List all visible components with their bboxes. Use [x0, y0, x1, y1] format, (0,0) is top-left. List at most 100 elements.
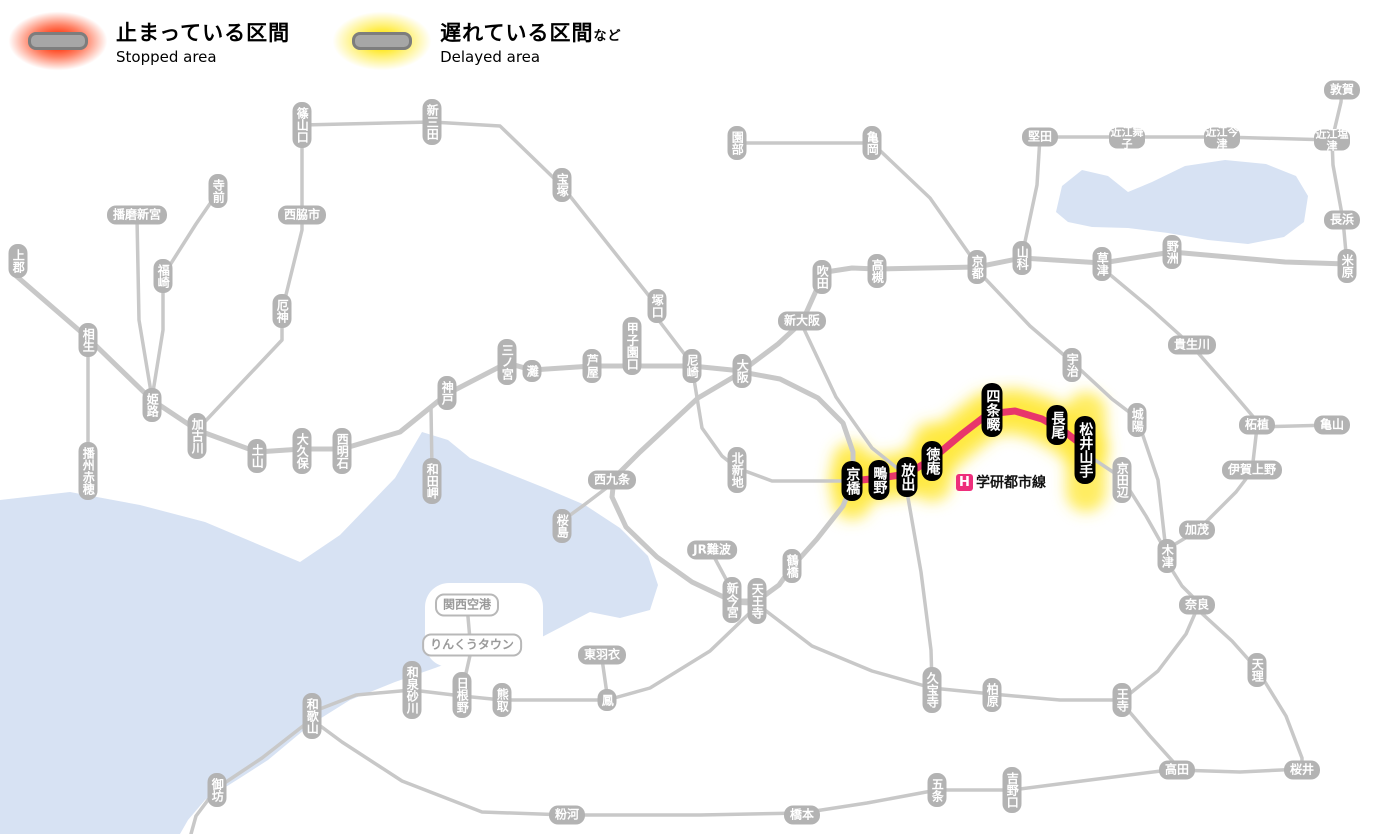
station-pill: 桜井: [1283, 760, 1321, 780]
line-name-label: 学研都市線: [976, 475, 1046, 491]
legend-delayed: 遅れている区間など Delayed area: [330, 10, 621, 72]
track-kakogawa: [195, 126, 304, 432]
station-pill: 和泉砂川: [402, 661, 422, 719]
legend: 止まっている区間 Stopped area 遅れている区間など Delayed …: [6, 10, 622, 72]
station-pill: 鶴橋: [782, 549, 802, 583]
station-pill: 鳳: [597, 689, 617, 711]
station-pill: 久宝寺: [922, 667, 942, 713]
station-pill-highlighted: 長尾: [1046, 405, 1068, 445]
track-sakurai-line: [1175, 607, 1304, 774]
station-pill: 姫路: [142, 388, 162, 422]
station-pill: 柘植: [1238, 415, 1276, 435]
station-pill: 木津: [1157, 539, 1177, 573]
station-pill: 日根野: [452, 672, 472, 718]
station-pill: 西明石: [332, 428, 352, 474]
track-osaka-higashi-north: [801, 325, 899, 470]
station-pill: 灘: [522, 360, 542, 382]
station-pill: 甲子園口: [622, 317, 642, 375]
station-pill: 近江塩津: [1314, 127, 1350, 152]
station-pill-highlighted: 鴫野: [868, 460, 890, 500]
track-tokaido-biwako: [739, 249, 1350, 374]
station-pill: 宇治: [1062, 348, 1082, 382]
station-pill: 篠山口: [292, 102, 312, 148]
station-pill: 奈良: [1178, 595, 1216, 615]
station-pill-highlighted: 徳庵: [921, 441, 943, 481]
station-pill: 草津: [1092, 247, 1112, 281]
station-pill: 桜島: [552, 509, 572, 543]
track-hagoromo-branch: [600, 657, 609, 696]
track-kishin: [135, 216, 154, 400]
station-pill: JR難波: [687, 540, 737, 560]
station-pill: 高田: [1158, 760, 1196, 780]
station-pill: 長浜: [1323, 210, 1361, 230]
station-pill: 熊取: [492, 683, 512, 717]
station-pill: 福崎: [153, 259, 173, 293]
station-pill: 近江舞子: [1109, 125, 1145, 150]
track-wakayama-line: [313, 720, 1179, 817]
station-pill: 加茂: [1178, 520, 1216, 540]
station-pill: 伊賀上野: [1221, 460, 1283, 480]
station-pill: 亀岡: [862, 126, 882, 160]
station-pill: 天理: [1247, 653, 1267, 687]
track-tozai: [690, 365, 848, 483]
track-sanin: [735, 141, 979, 267]
station-pill: 京都: [967, 250, 987, 284]
track-gakkentoshi-east: [1087, 454, 1166, 550]
station-pill: りんくうタウン: [422, 633, 522, 657]
station-pill: 新今宮: [722, 577, 742, 623]
station-pill: 王寺: [1112, 683, 1132, 717]
station-pill: 尼崎: [682, 349, 702, 383]
station-pill: 高槻: [867, 254, 887, 288]
stopped-label: 止まっている区間: [116, 20, 291, 45]
water-osaka-bay: [0, 432, 658, 834]
station-pill: 西脇市: [277, 205, 327, 225]
station-pill: 柏原: [982, 678, 1002, 712]
station-pill: 土山: [247, 439, 267, 473]
station-pill: 天王寺: [747, 578, 767, 624]
track-bar-icon: [352, 32, 413, 50]
station-pill-highlighted: 四条畷: [981, 383, 1003, 437]
track-osaka-higashi-south: [905, 490, 934, 686]
station-pill: 粉河: [548, 805, 586, 825]
track-kosei: [1020, 135, 1334, 258]
station-pill: 神戸: [437, 376, 457, 410]
station-pill: 厄神: [272, 294, 292, 328]
track-bar-icon: [28, 32, 88, 50]
station-pill-highlighted: 放出: [896, 457, 918, 497]
delayed-label-suffix: など: [593, 28, 622, 44]
track-hokuriku: [1330, 86, 1349, 266]
station-pill: 新三田: [422, 99, 442, 145]
station-pill: 亀山: [1313, 415, 1351, 435]
line-badge-gakkentoshi: H 学研都市線: [956, 472, 1046, 492]
station-pill: 芦屋: [582, 349, 602, 383]
delayed-area-swatch-icon: [330, 10, 435, 72]
station-pill: 寺前: [208, 174, 228, 208]
water-lake-biwa: [1056, 160, 1308, 244]
line-symbol-h-icon: H: [956, 473, 973, 491]
station-pill: 敦賀: [1323, 80, 1361, 100]
station-pill: 播磨新宮: [106, 205, 168, 225]
station-pill: 大阪: [732, 354, 752, 388]
station-pill: 三ノ宮: [497, 339, 517, 385]
station-pill: 相生: [78, 323, 98, 357]
station-pill: 和歌山: [302, 693, 322, 739]
track-nara-line: [975, 268, 1167, 544]
station-pill: 吉野口: [1002, 767, 1022, 813]
station-pill: 新大阪: [777, 311, 827, 331]
station-pill: 野洲: [1162, 235, 1182, 269]
station-pill: 貴生川: [1167, 335, 1217, 355]
station-pill: 山科: [1012, 241, 1032, 275]
station-pill: 五条: [927, 773, 947, 807]
station-pill-highlighted: 京橋: [841, 461, 863, 501]
station-pill: 京田辺: [1112, 457, 1132, 503]
station-pill: 和田岬: [422, 458, 442, 504]
station-pill-highlighted: 松井山手: [1074, 416, 1096, 484]
station-pill: 米原: [1337, 249, 1357, 283]
station-pill: 宝塚: [552, 168, 572, 202]
stopped-area-swatch-icon: [6, 10, 110, 72]
station-pill: 関西空港: [434, 593, 500, 617]
legend-stopped: 止まっている区間 Stopped area: [6, 10, 290, 72]
station-pill: 橋本: [783, 805, 821, 825]
station-pill: 堅田: [1021, 127, 1059, 147]
